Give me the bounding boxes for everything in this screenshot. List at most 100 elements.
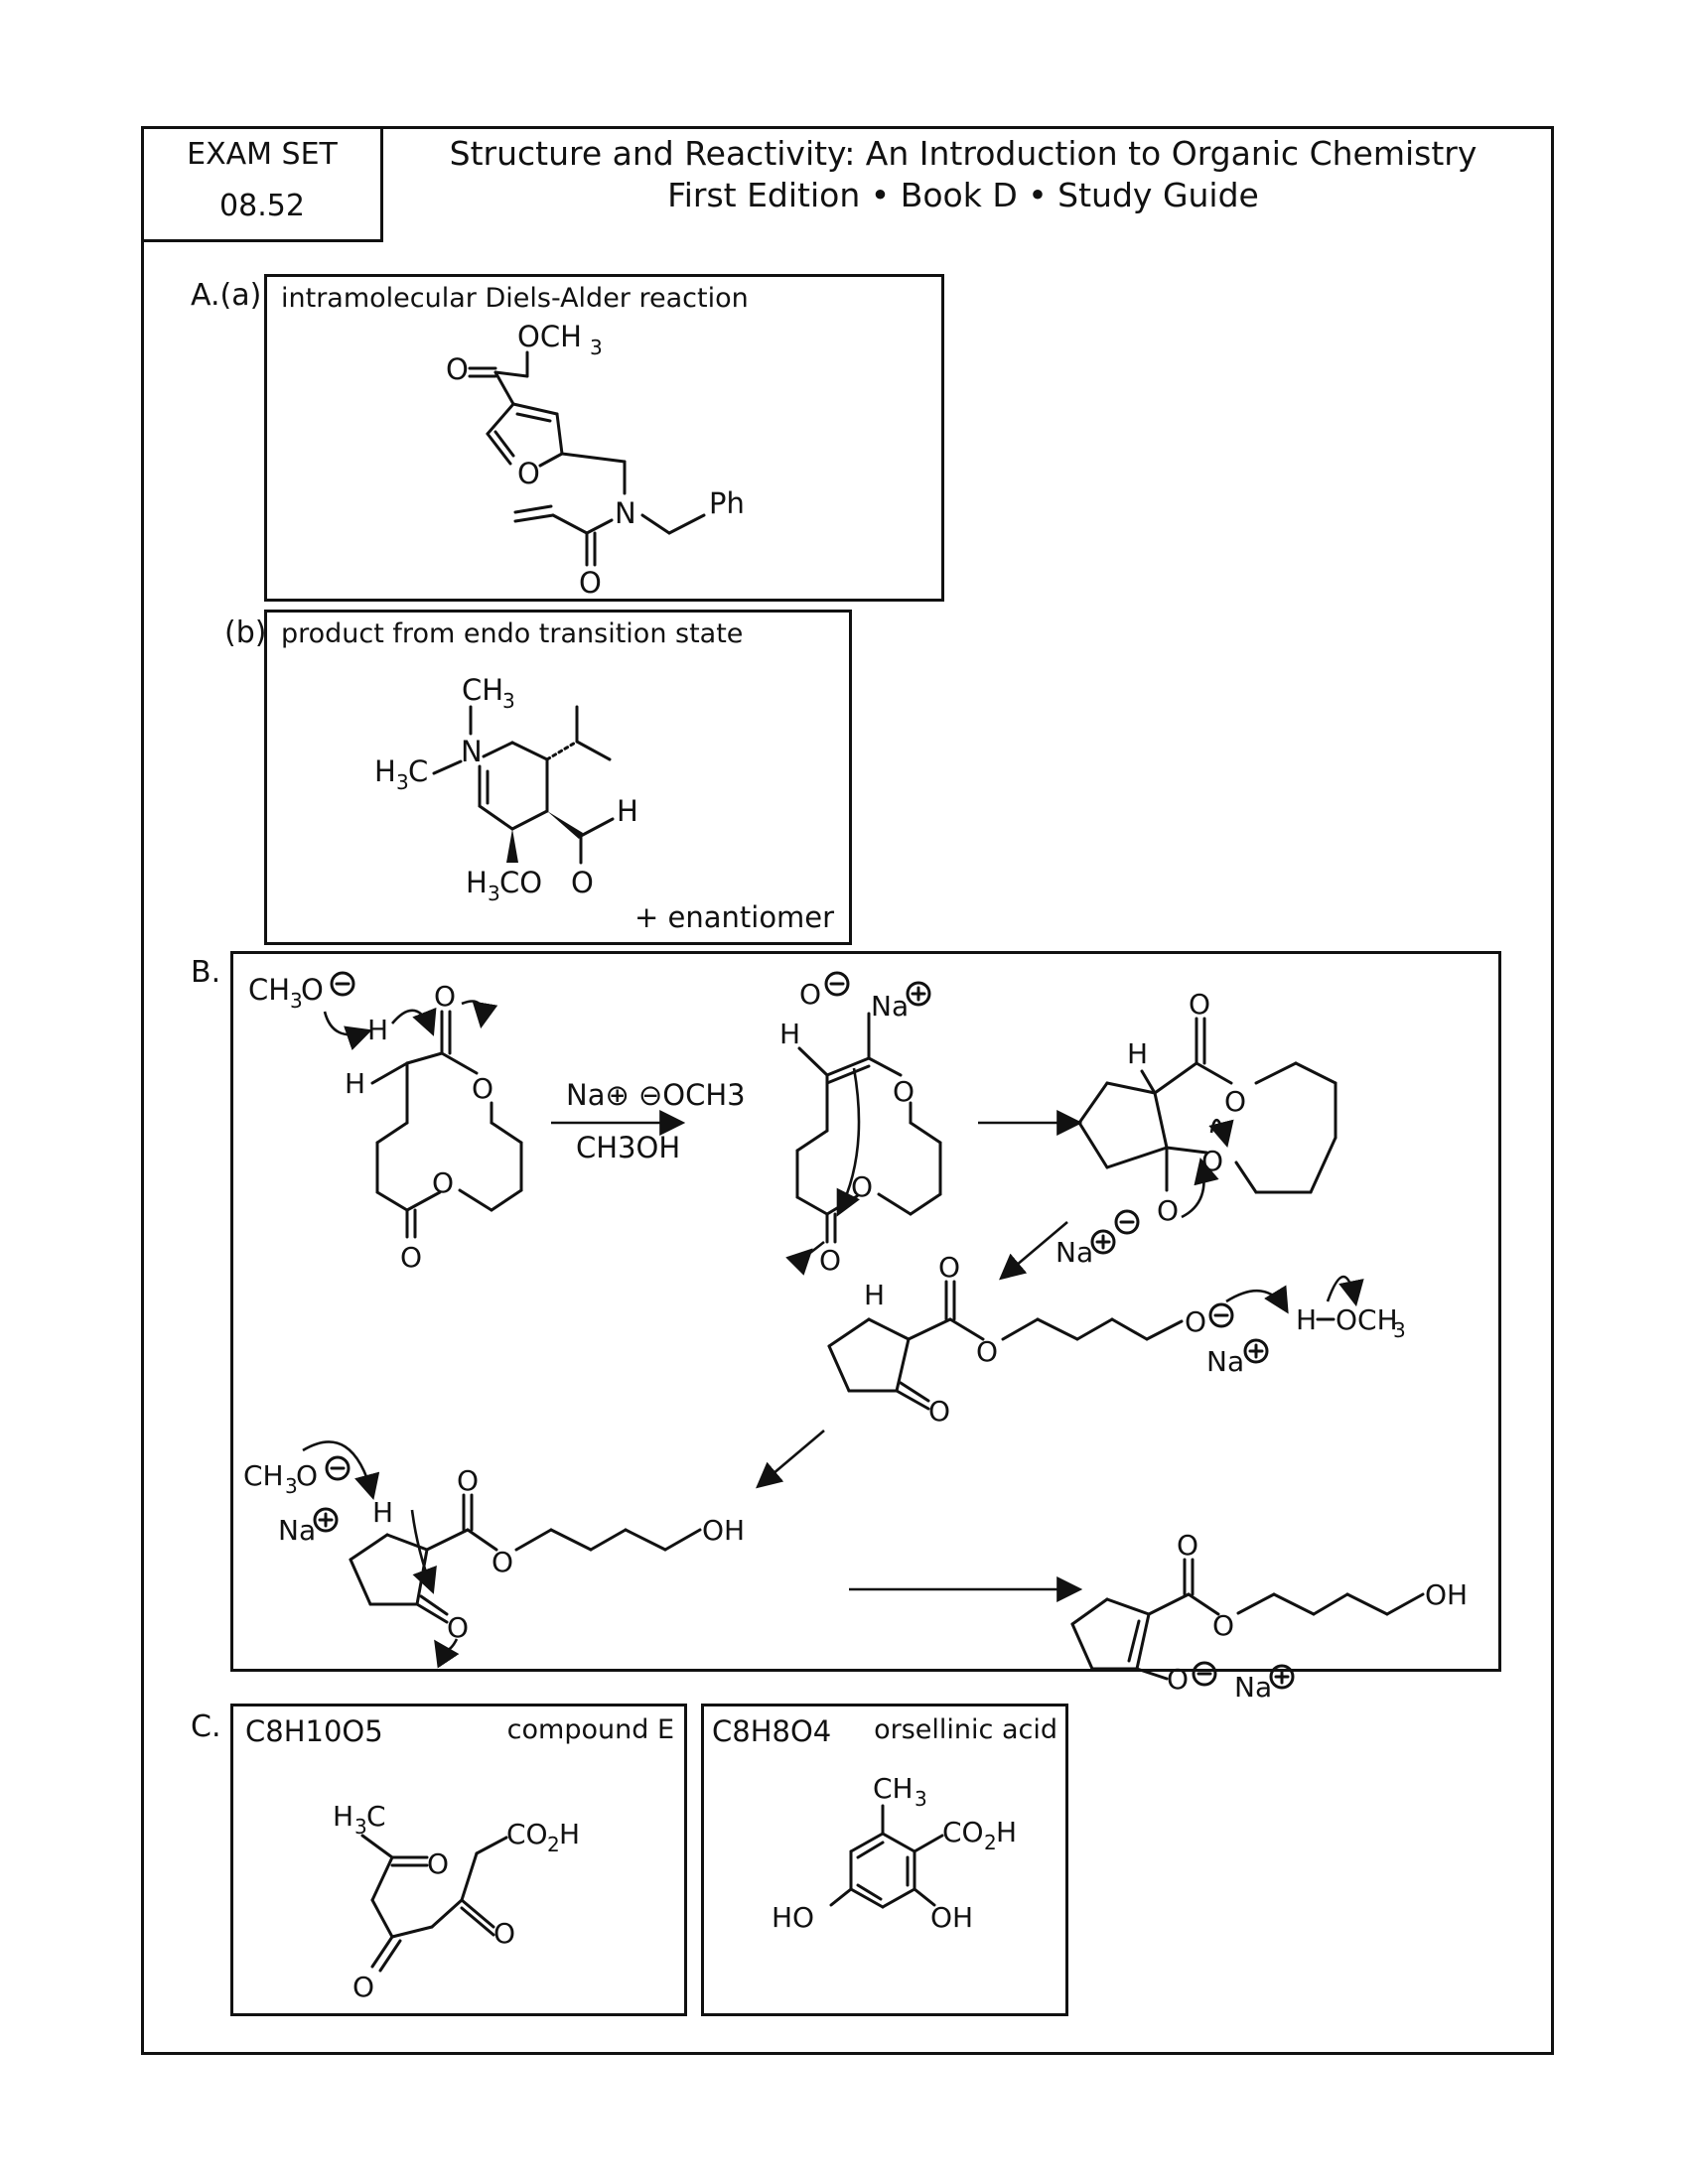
svg-text:CH: CH <box>873 1772 914 1805</box>
svg-text:O: O <box>493 1917 515 1950</box>
svg-text:O: O <box>427 1847 449 1880</box>
svg-text:HO: HO <box>772 1901 814 1934</box>
part-c-label: C. <box>191 1709 221 1744</box>
svg-text:O: O <box>457 1464 479 1497</box>
svg-text:O: O <box>301 973 324 1007</box>
svg-text:O: O <box>976 1335 998 1368</box>
part-b-mechanism-label: B. <box>191 955 221 990</box>
svg-text:O: O <box>1212 1609 1234 1642</box>
svg-text:Na: Na <box>871 990 909 1023</box>
svg-text:O: O <box>492 1546 513 1578</box>
svg-text:O: O <box>517 457 540 490</box>
svg-text:H: H <box>1127 1037 1148 1070</box>
svg-text:O: O <box>446 352 469 386</box>
svg-text:3: 3 <box>290 989 303 1013</box>
svg-text:O: O <box>893 1075 914 1108</box>
svg-text:CH: CH <box>462 673 503 707</box>
svg-text:Na: Na <box>1234 1671 1272 1704</box>
svg-text:OH: OH <box>930 1901 973 1934</box>
svg-text:3: 3 <box>396 770 409 794</box>
svg-text:3: 3 <box>590 336 603 359</box>
svg-text:Na: Na <box>1055 1236 1093 1269</box>
compound-e-formula: C8H10O5 <box>245 1714 383 1748</box>
svg-text:2: 2 <box>984 1831 997 1854</box>
svg-text:O: O <box>1167 1663 1189 1696</box>
svg-text:OCH: OCH <box>1336 1303 1398 1336</box>
svg-text:O: O <box>472 1072 493 1105</box>
exam-set-label: EXAM SET <box>187 137 338 172</box>
svg-text:H: H <box>367 1014 388 1046</box>
svg-text:3: 3 <box>285 1474 298 1498</box>
svg-text:CO: CO <box>499 866 542 899</box>
page-title-line1: Structure and Reactivity: An Introductio… <box>449 134 1477 173</box>
svg-text:H: H <box>617 794 638 828</box>
svg-text:O: O <box>799 978 821 1011</box>
svg-text:3: 3 <box>488 882 500 905</box>
svg-text:H: H <box>779 1018 800 1050</box>
svg-text:O: O <box>400 1241 422 1274</box>
svg-text:C: C <box>366 1800 386 1833</box>
svg-text:H: H <box>345 1067 365 1100</box>
svg-text:O: O <box>1185 1305 1206 1338</box>
svg-text:O: O <box>928 1395 950 1428</box>
page-title-line2: First Edition • Book D • Study Guide <box>667 176 1259 214</box>
svg-text:Ph: Ph <box>709 486 745 520</box>
svg-text:CO: CO <box>506 1818 548 1850</box>
svg-text:CH: CH <box>243 1459 284 1492</box>
svg-text:3: 3 <box>502 689 515 713</box>
part-a-caption: intramolecular Diels-Alder reaction <box>281 283 749 314</box>
svg-text:O: O <box>938 1251 960 1284</box>
svg-text:O: O <box>1224 1085 1246 1118</box>
svg-text:O: O <box>1201 1145 1223 1177</box>
svg-text:CH: CH <box>248 973 290 1007</box>
svg-text:3: 3 <box>1393 1318 1406 1342</box>
reagent-line1: Na⊕ ⊖OCH3 <box>566 1078 746 1112</box>
svg-text:H: H <box>372 1496 393 1529</box>
svg-text:H: H <box>333 1800 353 1833</box>
svg-text:H: H <box>1296 1303 1317 1336</box>
svg-text:O: O <box>296 1459 318 1492</box>
part-b-box: product from endo transition state + ena… <box>264 610 852 945</box>
exam-set-number: 08.52 <box>219 189 305 223</box>
compound-e-name: compound E <box>506 1714 674 1745</box>
reagent-line2: CH3OH <box>576 1131 681 1164</box>
svg-text:N: N <box>461 735 483 768</box>
svg-text:H: H <box>559 1818 580 1850</box>
svg-text:O: O <box>1157 1194 1179 1227</box>
svg-text:O: O <box>851 1170 873 1203</box>
svg-text:2: 2 <box>547 1833 560 1856</box>
svg-text:3: 3 <box>354 1815 367 1839</box>
svg-text:CO: CO <box>942 1816 984 1848</box>
exam-set-box: EXAM SET 08.52 <box>141 126 383 242</box>
svg-text:O: O <box>447 1611 469 1644</box>
page-frame <box>141 126 1554 2055</box>
svg-text:O: O <box>432 1166 454 1199</box>
svg-text:C: C <box>408 754 428 788</box>
svg-text:O: O <box>1177 1529 1198 1562</box>
svg-text:Na: Na <box>1206 1345 1244 1378</box>
orsellinic-acid-name: orsellinic acid <box>874 1714 1057 1745</box>
svg-text:OH: OH <box>1425 1578 1468 1611</box>
svg-text:O: O <box>579 566 602 600</box>
svg-text:H: H <box>996 1816 1017 1848</box>
svg-text:3: 3 <box>914 1787 927 1811</box>
part-b-caption: product from endo transition state <box>281 618 744 649</box>
svg-text:N: N <box>615 496 636 530</box>
part-b-label: (b) <box>224 615 267 650</box>
svg-text:O: O <box>1189 988 1210 1021</box>
enantiomer-note: + enantiomer <box>634 900 835 934</box>
svg-text:H: H <box>466 866 488 899</box>
part-a-label: A.(a) <box>191 278 262 313</box>
svg-text:H: H <box>864 1279 885 1311</box>
svg-text:O: O <box>352 1971 374 2003</box>
svg-text:H: H <box>374 754 396 788</box>
svg-text:OH: OH <box>702 1514 745 1547</box>
